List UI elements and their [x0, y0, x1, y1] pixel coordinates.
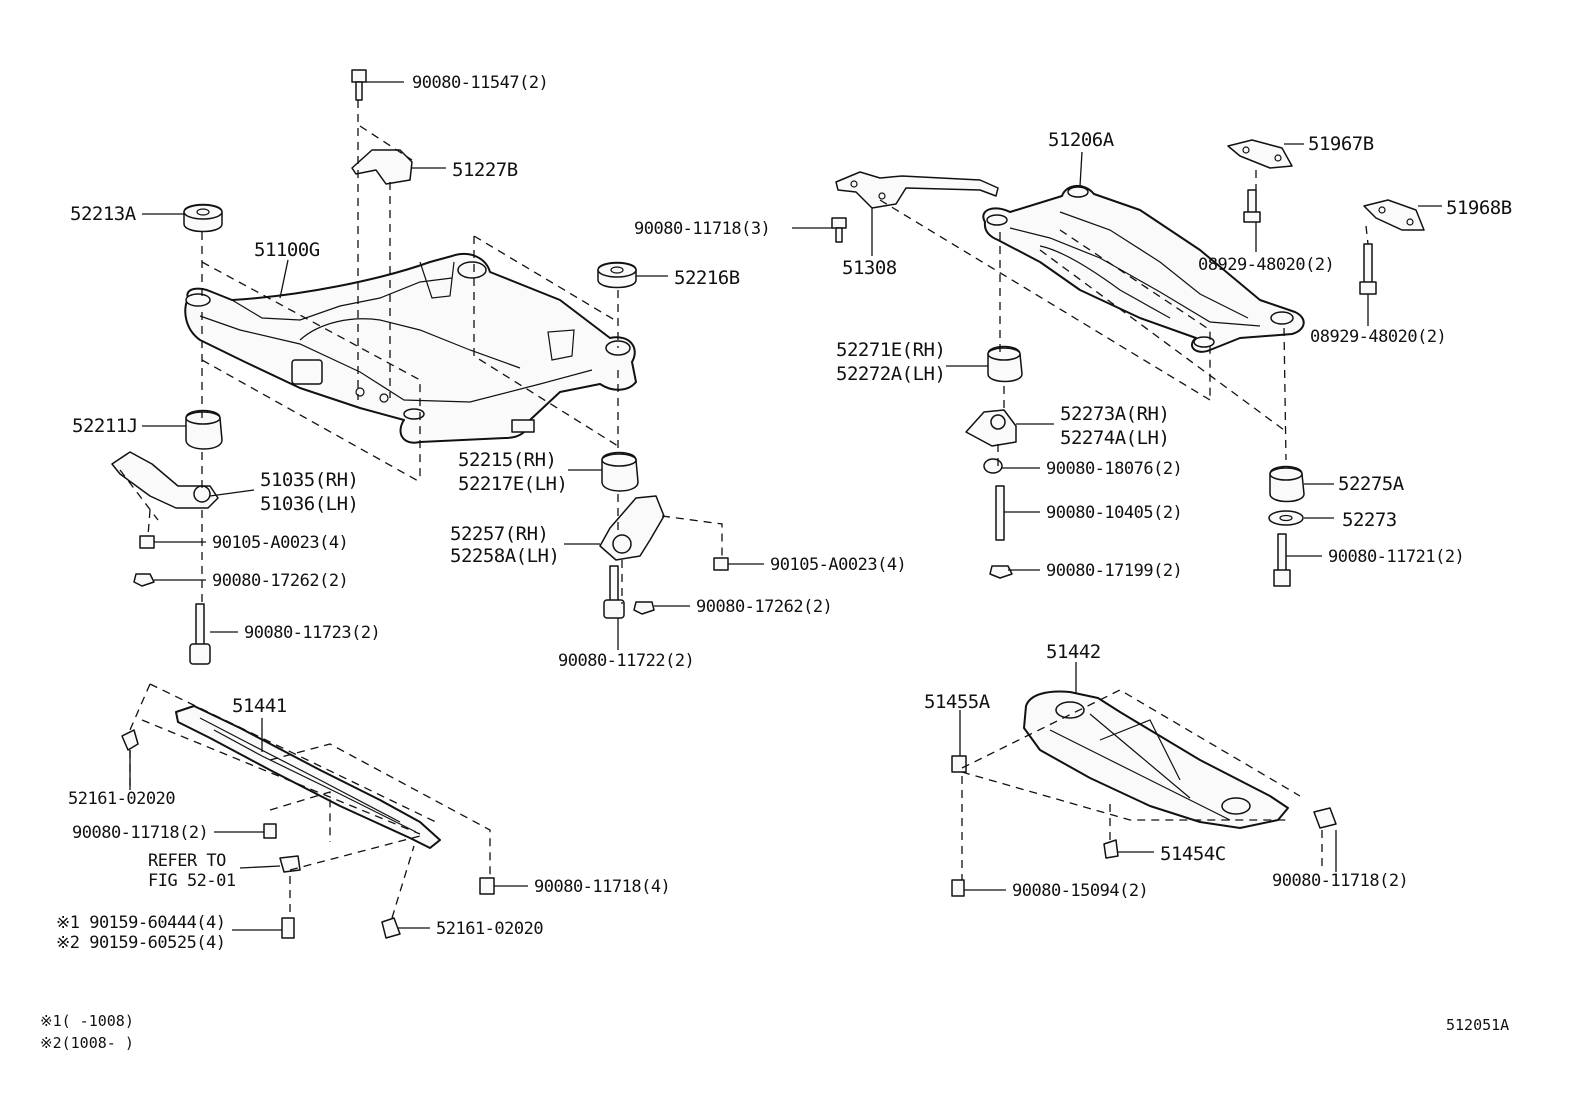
- label-90080-11718-2a: 90080-11718(2): [72, 823, 208, 843]
- cushion-52216b: [597, 261, 637, 289]
- washer-52273: [1268, 510, 1304, 526]
- label-90080-17262-left: 90080-17262(2): [212, 571, 348, 591]
- footer: ※1( -1008) ※2(1008- ) 512051A: [40, 1012, 1509, 1052]
- label-51036: 51036(LH): [260, 493, 358, 515]
- label-52217e: 52217E(LH): [458, 473, 567, 495]
- label-90080-11718-3: 90080-11718(3): [634, 219, 770, 239]
- label-52215: 52215(RH): [458, 449, 556, 471]
- label-90080-11722: 90080-11722(2): [558, 651, 694, 671]
- label-51100g: 51100G: [254, 239, 320, 261]
- bracket-51968b: [1363, 199, 1425, 231]
- label-52161-02020-b: 52161-02020: [436, 919, 543, 939]
- label-51967b: 51967B: [1308, 133, 1374, 155]
- bushing-52211j: [185, 409, 223, 450]
- label-90080-17199: 90080-17199(2): [1046, 561, 1182, 581]
- label-90080-15094: 90080-15094(2): [1012, 881, 1148, 901]
- label-fig-52-01: FIG 52-01: [148, 871, 236, 891]
- bracket-52273a: [965, 409, 1017, 447]
- leader-lines: [129, 81, 1442, 931]
- label-90080-10405: 90080-10405(2): [1046, 503, 1182, 523]
- label-52213a: 52213A: [70, 203, 137, 225]
- label-90080-11723: 90080-11723(2): [244, 623, 380, 643]
- label-90159-60444: ※1 90159-60444(4): [56, 913, 226, 933]
- label-52273a: 52273A(RH): [1060, 403, 1169, 425]
- label-51227b: 51227B: [452, 159, 518, 181]
- label-52273: 52273: [1342, 509, 1397, 531]
- assembly-lines: [119, 100, 1369, 919]
- label-90080-11721: 90080-11721(2): [1328, 547, 1464, 567]
- label-90080-11718-2b: 90080-11718(2): [1272, 871, 1408, 891]
- bracket-51967b: [1227, 139, 1293, 169]
- label-90105-a0023-right: 90105-A0023(4): [770, 555, 906, 575]
- label-51968b: 51968B: [1446, 197, 1512, 219]
- footnote-2: ※2(1008- ): [40, 1034, 134, 1052]
- label-52271e: 52271E(RH): [836, 339, 945, 361]
- clips: [121, 729, 1337, 939]
- label-90080-11547: 90080-11547(2): [412, 73, 548, 93]
- part-labels: 90080-11547(2) 51227B 52213A 51100G 5221…: [56, 73, 1512, 953]
- label-52272a: 52272A(LH): [836, 363, 945, 385]
- label-08929-48020-a: 08929-48020(2): [1198, 255, 1334, 275]
- bushing-52275a: [1269, 465, 1305, 503]
- label-51454c: 51454C: [1160, 843, 1226, 865]
- label-51441: 51441: [232, 695, 287, 717]
- bushing-52215: [601, 451, 639, 492]
- label-90159-60525: ※2 90159-60525(4): [56, 933, 226, 953]
- label-08929-48020-b: 08929-48020(2): [1310, 327, 1446, 347]
- front-suspension-crossmember: [184, 253, 637, 444]
- label-51308: 51308: [842, 257, 897, 279]
- bushing-52271e: [987, 345, 1023, 383]
- bracket-51227b: [351, 149, 413, 185]
- label-52257: 52257(RH): [450, 523, 548, 545]
- label-51206a: 51206A: [1048, 129, 1115, 151]
- label-90105-a0023-left: 90105-A0023(4): [212, 533, 348, 553]
- label-refer-to: REFER TO: [148, 851, 226, 871]
- label-52258a: 52258A(LH): [450, 545, 559, 567]
- label-51455a: 51455A: [924, 691, 991, 713]
- label-90080-17262-right: 90080-17262(2): [696, 597, 832, 617]
- label-52274a: 52274A(LH): [1060, 427, 1169, 449]
- rear-suspension-member: [982, 185, 1305, 353]
- engine-under-cover-51442: [1023, 690, 1289, 829]
- bracket-52257: [599, 495, 665, 561]
- label-51442: 51442: [1046, 641, 1101, 663]
- figure-id: 512051A: [1446, 1016, 1509, 1034]
- label-52161-02020-a: 52161-02020: [68, 789, 175, 809]
- engine-under-cover-51441: [175, 705, 441, 849]
- label-52216b: 52216B: [674, 267, 740, 289]
- label-51035: 51035(RH): [260, 469, 358, 491]
- bracket-51035: [111, 451, 219, 509]
- label-90080-18076: 90080-18076(2): [1046, 459, 1182, 479]
- label-52275a: 52275A: [1338, 473, 1405, 495]
- label-90080-11718-4: 90080-11718(4): [534, 877, 670, 897]
- label-52211j: 52211J: [72, 415, 138, 437]
- bracket-51308: [835, 171, 999, 209]
- footnote-1: ※1( -1008): [40, 1012, 134, 1030]
- cushion-52213a: [183, 203, 223, 233]
